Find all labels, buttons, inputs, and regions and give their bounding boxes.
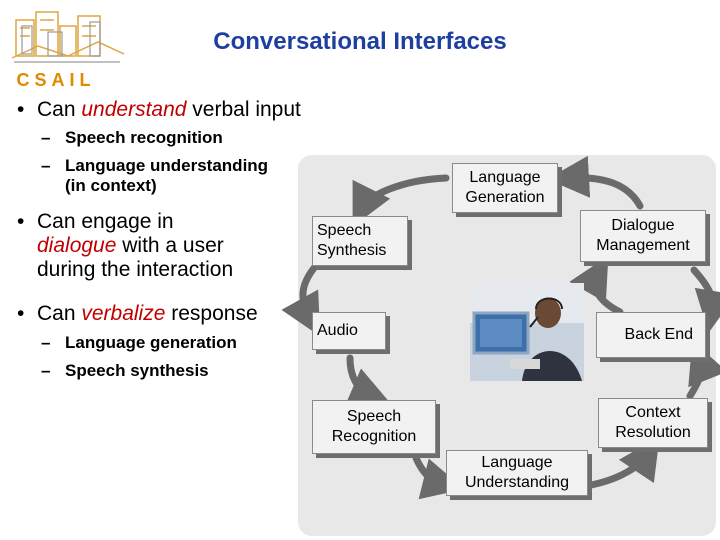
headset-user-icon [470, 283, 584, 381]
subitem-in-context: (in context) [65, 176, 157, 195]
logo-text: CSAIL [17, 70, 96, 90]
arrow-recognition-to-understanding [412, 454, 465, 500]
arrow-context-to-backend [686, 340, 720, 400]
bullet-text: during the interaction [37, 258, 234, 281]
bullet-dialogue-line3: during the interaction [37, 258, 233, 282]
bullet-dot: • [17, 210, 25, 233]
dash-marker: – [41, 361, 51, 380]
arrow-dialogue-to-backend [690, 266, 720, 333]
subitem-language-generation: –Language generation [41, 333, 237, 352]
dash-marker: – [41, 156, 51, 175]
dash-marker: – [41, 333, 51, 352]
arrow-backend-to-dialogue [569, 255, 624, 316]
csail-building-icon: CSAIL [11, 11, 125, 90]
bullet-verbalize: • Can verbalize response [17, 302, 258, 326]
arrow-audio-to-recognition [344, 354, 392, 408]
arrow-understanding-to-context [582, 436, 660, 490]
box-audio: Audio [312, 312, 386, 350]
bullet-text: Can engage in [37, 210, 174, 233]
bullet-dialogue-line2: dialogue with a user [37, 234, 224, 258]
bullet-text: Can [37, 98, 82, 121]
arrow-generation-to-synthesis [352, 174, 450, 227]
arrow-dialogue-to-generation [547, 155, 644, 210]
bullet-dialogue: • Can engage in [17, 210, 174, 234]
bullet-dot: • [17, 98, 25, 121]
csail-logo: CSAIL [8, 6, 128, 96]
box-back-end: Back End [596, 312, 706, 358]
bullet-dot: • [17, 302, 25, 325]
arrow-synthesis-to-audio [281, 264, 321, 337]
emphasis-dialogue: dialogue [37, 234, 117, 257]
emphasis-understand: understand [81, 98, 187, 121]
dash-marker: – [41, 128, 51, 147]
bullet-text: response [165, 302, 258, 325]
bullet-text: Can [37, 302, 82, 325]
emphasis-verbalize: verbalize [81, 302, 166, 325]
bullet-text: verbal input [186, 98, 301, 121]
subitem-speech-recognition: –Speech recognition [41, 128, 223, 147]
subitem-language-understanding: –Language understanding [41, 156, 269, 175]
bullet-understand: • Can understand verbal input [17, 98, 301, 122]
subitem-speech-synthesis: –Speech synthesis [41, 361, 209, 380]
person-with-headset-photo [470, 283, 584, 381]
page-title: Conversational Interfaces [213, 28, 507, 55]
bullet-text: with a user [116, 234, 224, 257]
